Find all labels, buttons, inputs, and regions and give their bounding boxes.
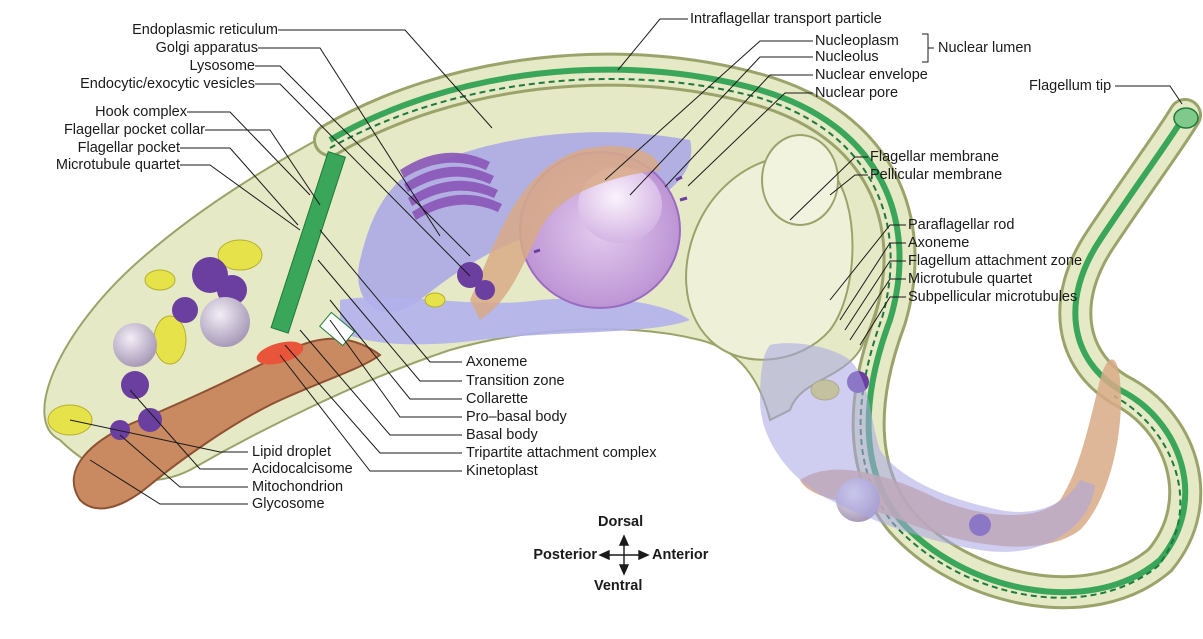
cytoplasm-section-right [760,343,1095,552]
label-axoneme-center: Axoneme [466,354,527,370]
compass-ventral: Ventral [594,578,642,594]
label-acidocalcisome: Acidocalcisome [252,461,353,477]
label-endocytic-vesicles: Endocytic/exocytic vesicles [80,76,255,92]
nuclear-lumen-bracket [922,34,934,62]
flagellum-tip [1174,108,1198,128]
label-microtubule-quartet-right: Microtubule quartet [908,271,1032,287]
label-basal-body: Basal body [466,427,538,443]
compass-dorsal: Dorsal [598,514,643,530]
label-glycosome: Glycosome [252,496,325,512]
label-tripartite-attachment-complex: Tripartite attachment complex [466,445,656,461]
label-flagellar-pocket-collar: Flagellar pocket collar [64,122,205,138]
label-lipid-droplet: Lipid droplet [252,444,331,460]
label-transition-zone: Transition zone [466,373,565,389]
label-mitochondrion: Mitochondrion [252,479,343,495]
label-flagellum-tip: Flagellum tip [1029,78,1111,94]
label-golgi-apparatus: Golgi apparatus [156,40,258,56]
label-hook-complex: Hook complex [95,104,187,120]
flagellar-membrane-section [762,135,838,225]
compass-anterior: Anterior [652,547,708,563]
compass-posterior: Posterior [533,547,597,563]
orientation-compass [600,536,648,574]
label-endoplasmic-reticulum: Endoplasmic reticulum [132,22,278,38]
label-nuclear-envelope: Nuclear envelope [815,67,928,83]
label-nucleolus: Nucleolus [815,49,879,65]
label-subpellicular-microtubules: Subpellicular microtubules [908,289,1077,305]
label-kinetoplast: Kinetoplast [466,463,538,479]
label-pellicular-membrane: Pellicular membrane [870,167,1002,183]
label-ift-particle: Intraflagellar transport particle [690,11,882,27]
label-flagellar-pocket: Flagellar pocket [78,140,180,156]
label-microtubule-quartet-left: Microtubule quartet [56,157,180,173]
label-nuclear-pore: Nuclear pore [815,85,898,101]
label-flagellar-membrane: Flagellar membrane [870,149,999,165]
label-axoneme-right: Axoneme [908,235,969,251]
label-collarette: Collarette [466,391,528,407]
endoplasmic-reticulum-lower [340,297,690,344]
label-nuclear-lumen: Nuclear lumen [938,40,1032,56]
label-nucleoplasm: Nucleoplasm [815,33,899,49]
label-flagellum-attachment-zone: Flagellum attachment zone [908,253,1082,269]
label-pro-basal-body: Pro–basal body [466,409,567,425]
label-paraflagellar-rod: Paraflagellar rod [908,217,1014,233]
label-lysosome: Lysosome [189,58,255,74]
